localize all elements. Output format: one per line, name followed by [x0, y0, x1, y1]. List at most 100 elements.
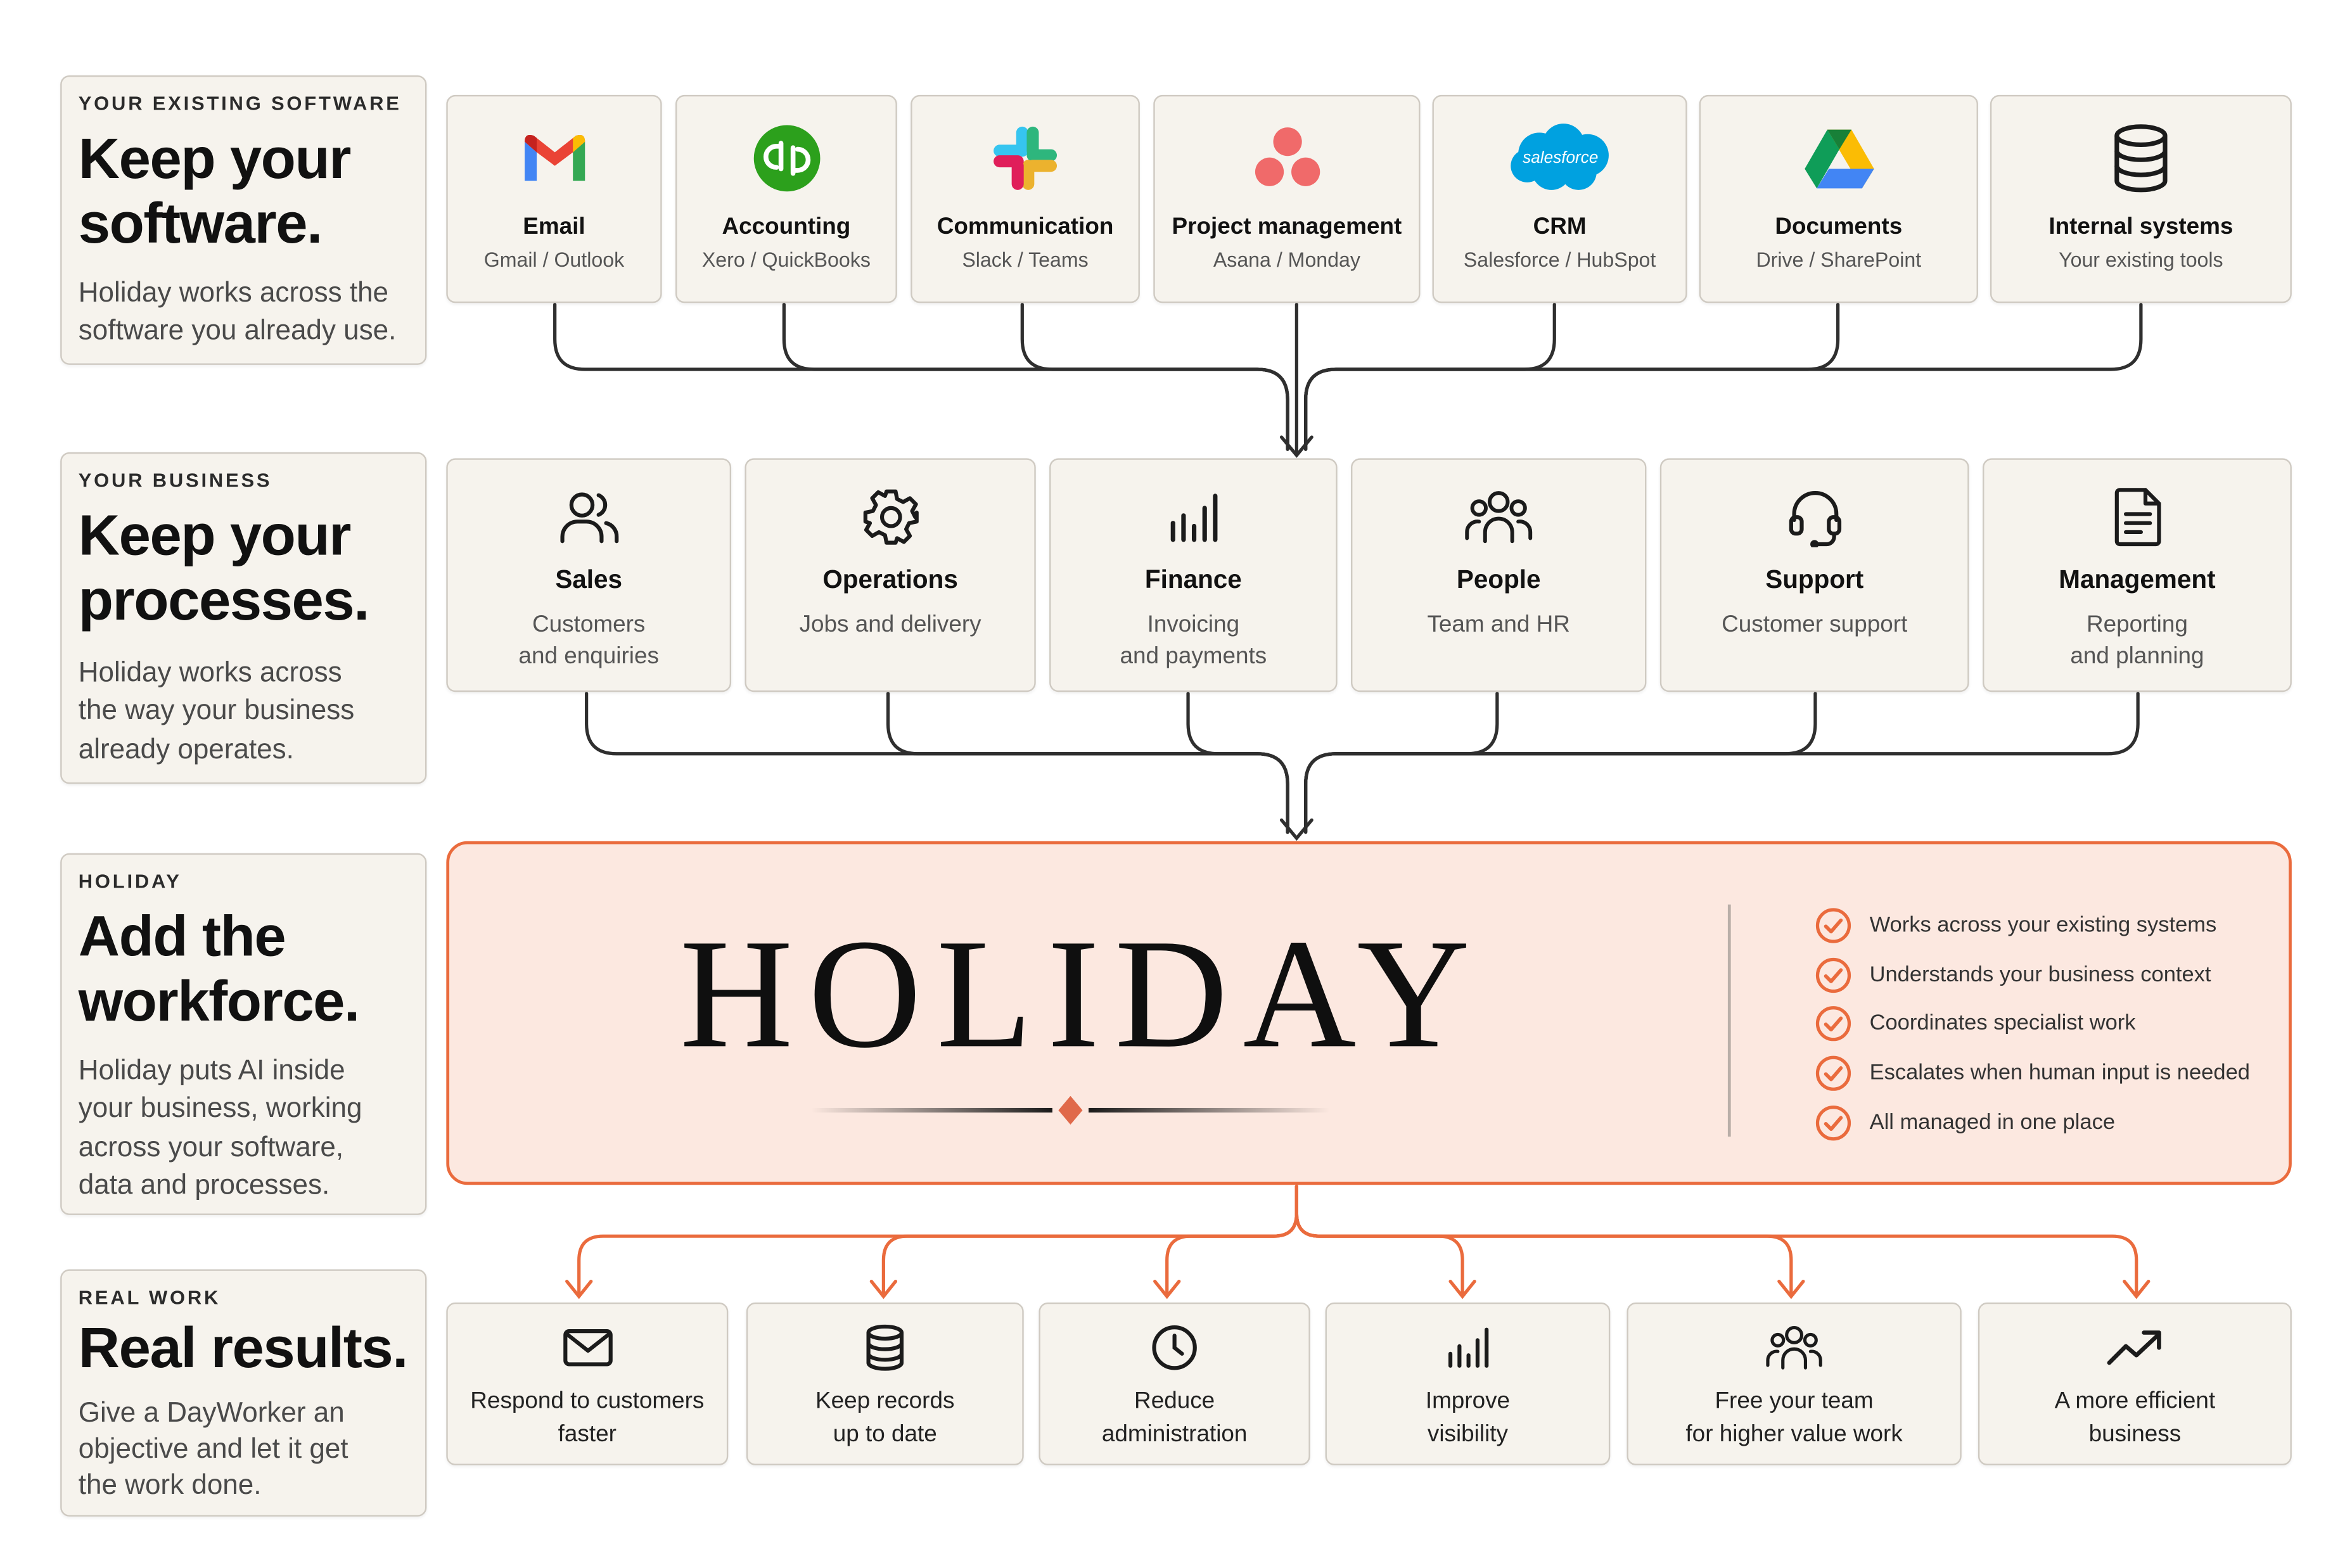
- software-title: Project management: [1172, 214, 1402, 240]
- feature-item: Escalates when human input is needed: [1815, 1049, 2250, 1099]
- connector-support: [1304, 691, 1817, 834]
- feature-text: Escalates when human input is needed: [1869, 1061, 2250, 1086]
- arrowhead-to-processes: [1279, 435, 1313, 458]
- process-subtitle: Invoicing and payments: [1120, 612, 1267, 670]
- section-description: Holiday puts AI inside your business, wo…: [78, 1053, 362, 1201]
- arrowhead-administration: [1153, 1279, 1181, 1299]
- headset-icon: [1786, 484, 1843, 551]
- check-circle-icon: [1815, 908, 1851, 944]
- process-tile-management: Management Reporting and planning: [1983, 458, 2292, 692]
- section-headline: Keep your processes.: [78, 505, 370, 634]
- software-subtitle: Drive / SharePoint: [1756, 248, 1922, 272]
- software-subtitle: Xero / QuickBooks: [701, 248, 871, 272]
- result-tile-records: Keep records up to date: [746, 1302, 1024, 1465]
- feature-item: Works across your existing systems: [1815, 902, 2250, 951]
- process-title: People: [1456, 565, 1541, 594]
- section-real-work: REAL WORK Real results. Give a DayWorker…: [60, 1269, 427, 1517]
- gmail-icon: [520, 120, 589, 196]
- result-tile-visibility: Improve visibility: [1325, 1302, 1611, 1465]
- software-title: Email: [523, 214, 585, 240]
- result-label: Improve visibility: [1425, 1388, 1511, 1447]
- result-label: Reduce administration: [1101, 1388, 1248, 1447]
- process-subtitle: Customer support: [1722, 612, 1908, 638]
- process-tile-support: Support Customer support: [1659, 458, 1969, 692]
- process-title: Management: [2059, 565, 2216, 594]
- feature-item: Understands your business context: [1815, 950, 2250, 1000]
- connector-email: [553, 303, 1289, 451]
- document-icon: [2111, 484, 2163, 551]
- database-icon: [864, 1322, 906, 1374]
- section-eyebrow: REAL WORK: [78, 1285, 221, 1309]
- mail-icon: [561, 1322, 613, 1374]
- software-tile-documents: Documents Drive / SharePoint: [1699, 94, 1978, 303]
- process-tile-sales: Sales Customers and enquiries: [446, 458, 732, 692]
- software-tile-email: Email Gmail / Outlook: [446, 94, 662, 303]
- asana-icon: [1251, 120, 1323, 196]
- holiday-brand: HOLIDAY: [679, 907, 1485, 1081]
- result-tile-free-team: Free your team for higher value work: [1627, 1302, 1962, 1465]
- team-icon: [1464, 484, 1533, 551]
- section-eyebrow: HOLIDAY: [78, 869, 182, 893]
- arrowhead-free-team: [1777, 1279, 1805, 1299]
- connector-visibility: [1294, 1185, 1464, 1296]
- software-subtitle: Your existing tools: [2059, 248, 2223, 272]
- feature-text: Understands your business context: [1869, 963, 2211, 988]
- arrowhead-visibility: [1448, 1279, 1476, 1299]
- result-label: Keep records up to date: [815, 1388, 955, 1447]
- feature-text: All managed in one place: [1869, 1110, 2116, 1135]
- connector-operations: [886, 691, 1289, 834]
- check-circle-icon: [1815, 1105, 1851, 1140]
- feature-text: Works across your existing systems: [1869, 914, 2217, 938]
- software-subtitle: Asana / Monday: [1213, 248, 1360, 272]
- salesforce-icon: salesforce: [1505, 120, 1614, 196]
- process-title: Operations: [822, 565, 958, 594]
- feature-text: Coordinates specialist work: [1869, 1012, 2136, 1036]
- salesforce-logo-text: salesforce: [1522, 148, 1597, 167]
- software-title: Accounting: [722, 214, 851, 240]
- database-icon: [2111, 120, 2171, 196]
- connector-administration: [1165, 1185, 1298, 1296]
- connector-free-team: [1294, 1185, 1793, 1296]
- section-description: Holiday works across the way your busine…: [78, 655, 355, 765]
- result-label: Respond to customers faster: [470, 1388, 705, 1447]
- software-title: Documents: [1775, 214, 1903, 240]
- arrowhead-respond: [565, 1279, 593, 1299]
- software-title: CRM: [1533, 214, 1587, 240]
- software-subtitle: Slack / Teams: [962, 248, 1089, 272]
- process-subtitle: Customers and enquiries: [518, 612, 659, 670]
- result-tile-administration: Reduce administration: [1039, 1302, 1310, 1465]
- section-description: Give a DayWorker an objective and let it…: [78, 1396, 348, 1500]
- software-tile-accounting: Accounting Xero / QuickBooks: [675, 94, 897, 303]
- process-title: Sales: [555, 565, 623, 594]
- check-circle-icon: [1815, 1055, 1851, 1091]
- software-title: Communication: [936, 214, 1114, 240]
- arrowhead-efficient: [2123, 1279, 2151, 1299]
- section-headline: Add the workforce.: [78, 906, 360, 1035]
- section-eyebrow: YOUR EXISTING SOFTWARE: [78, 92, 402, 115]
- slack-icon: [990, 120, 1059, 196]
- section-business: YOUR BUSINESS Keep your processes. Holid…: [60, 452, 427, 784]
- software-title: Internal systems: [2048, 214, 2234, 240]
- connector-documents: [1304, 303, 1840, 451]
- brand-rule: [811, 1095, 1330, 1125]
- result-tile-respond: Respond to customers faster: [446, 1302, 729, 1465]
- process-subtitle: Jobs and delivery: [799, 612, 981, 638]
- connector-finance: [1186, 691, 1289, 834]
- section-description: Holiday works across the software you al…: [78, 276, 397, 346]
- connector-accounting: [782, 303, 1289, 451]
- quickbooks-icon: [751, 120, 821, 196]
- feature-item: All managed in one place: [1815, 1098, 2250, 1147]
- software-subtitle: Salesforce / HubSpot: [1463, 248, 1656, 272]
- section-eyebrow: YOUR BUSINESS: [78, 469, 272, 492]
- process-tile-finance: Finance Invoicing and payments: [1049, 458, 1338, 692]
- connector-communication: [1020, 303, 1289, 451]
- connector-crm: [1304, 303, 1556, 451]
- arrowhead-to-holiday: [1279, 818, 1313, 841]
- bar-chart-icon: [1166, 484, 1221, 551]
- process-tile-people: People Team and HR: [1351, 458, 1647, 692]
- google-drive-icon: [1803, 120, 1875, 196]
- panel-divider: [1727, 904, 1730, 1137]
- process-tile-operations: Operations Jobs and delivery: [745, 458, 1036, 692]
- feature-item: Coordinates specialist work: [1815, 1000, 2250, 1049]
- section-headline: Keep your software.: [78, 128, 352, 257]
